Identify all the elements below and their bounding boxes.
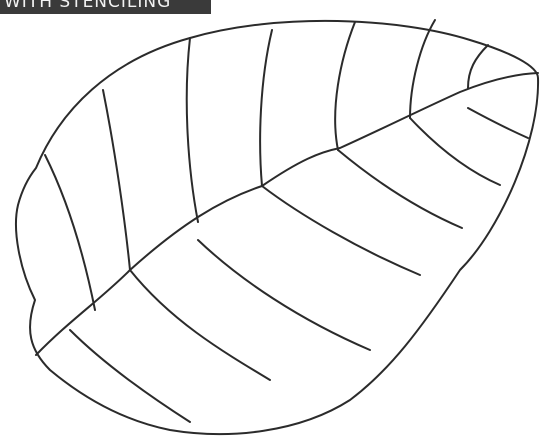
- vein-upper-6: [410, 20, 435, 118]
- vein-lower-2: [130, 270, 270, 380]
- vein-upper-3: [187, 38, 198, 222]
- vein-upper-2: [103, 90, 130, 270]
- watermark-text: WITH STENCILING: [4, 0, 171, 12]
- vein-lower-3: [198, 240, 370, 350]
- vein-upper-4: [260, 30, 272, 186]
- vein-upper-1: [45, 155, 95, 310]
- vein-lower-4: [262, 186, 420, 275]
- vein-lower-7: [468, 108, 528, 138]
- vein-upper-7: [468, 45, 488, 88]
- vein-lower-5: [338, 150, 462, 228]
- vein-upper-5: [335, 22, 355, 150]
- watermark-banner: WITH STENCILING: [0, 0, 211, 14]
- vein-lower-1: [70, 330, 190, 422]
- leaf-midrib: [36, 73, 538, 355]
- vein-lower-6: [410, 118, 500, 185]
